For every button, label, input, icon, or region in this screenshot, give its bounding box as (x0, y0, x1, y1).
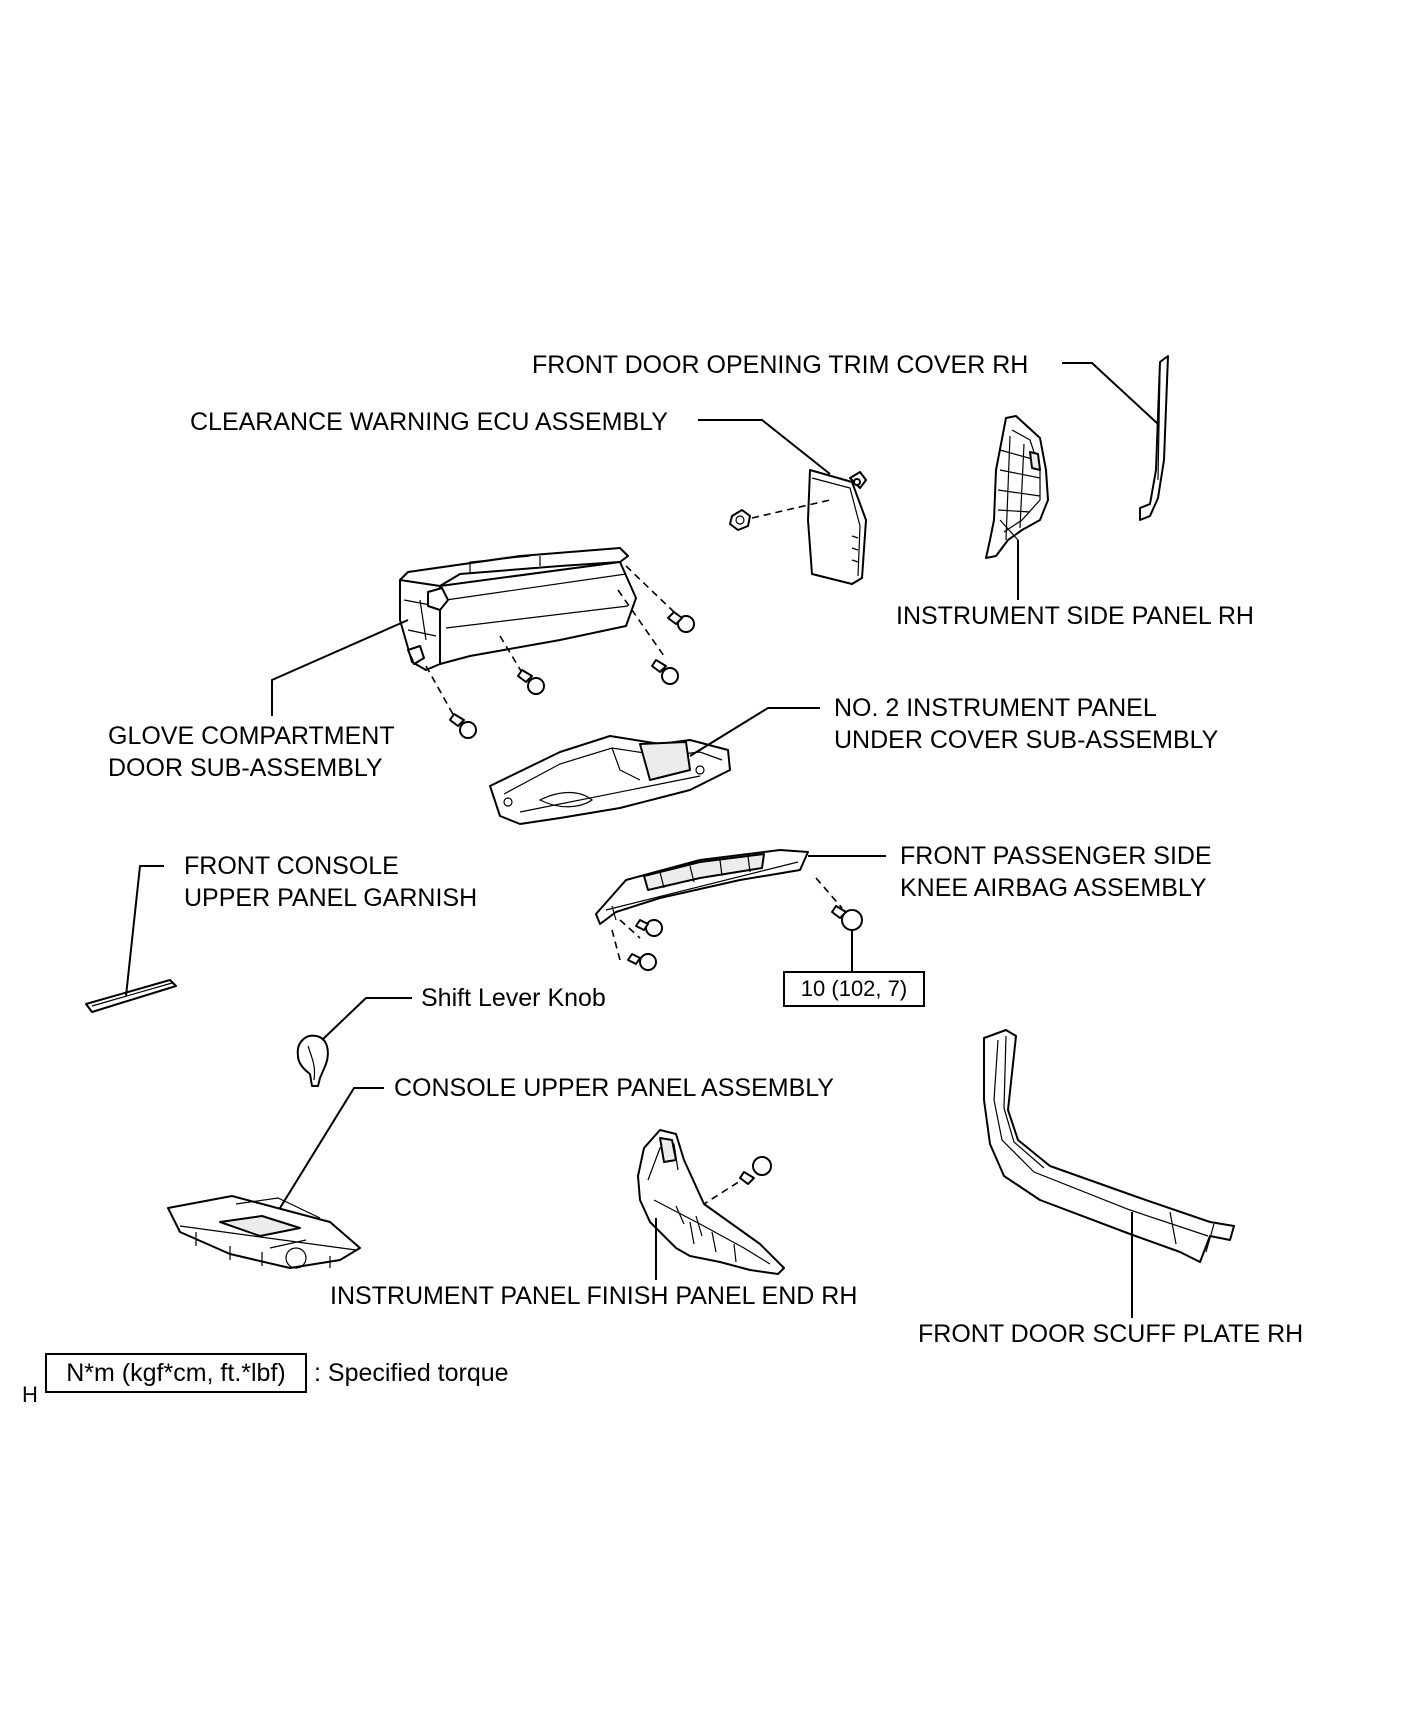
bolt-left-2 (627, 953, 657, 971)
knee-airbag-part (595, 849, 809, 925)
clearance-warning-ecu-part (807, 469, 867, 585)
leader-trim-cover (1062, 362, 1159, 425)
label-glove-compartment-1: GLOVE COMPARTMENT (108, 722, 395, 750)
leader-garnish (125, 865, 164, 997)
front-console-garnish-part (85, 979, 177, 1013)
label-front-door-opening-trim-cover: FRONT DOOR OPENING TRIM COVER RH (532, 351, 1028, 379)
legend-description: : Specified torque (314, 1359, 509, 1387)
label-scuff-plate: FRONT DOOR SCUFF PLATE RH (918, 1320, 1303, 1348)
bolt-torque (831, 905, 863, 931)
label-under-cover-1: NO. 2 INSTRUMENT PANEL (834, 694, 1157, 722)
label-finish-panel-end: INSTRUMENT PANEL FINISH PANEL END RH (330, 1282, 857, 1310)
label-clearance-warning-ecu: CLEARANCE WARNING ECU ASSEMBLY (190, 408, 668, 436)
label-knee-airbag-2: KNEE AIRBAG ASSEMBLY (900, 874, 1207, 902)
glove-screws (425, 565, 695, 739)
bolt-left-1 (635, 919, 663, 937)
torque-box (783, 971, 925, 1007)
scuff-plate-part (983, 1029, 1235, 1263)
console-upper-panel-part (167, 1195, 361, 1269)
corner-mark: H (22, 1382, 38, 1407)
leader-glove-compartment (271, 619, 409, 716)
screw-3 (517, 669, 545, 695)
knee-airbag-bolts (611, 877, 863, 971)
screw-2 (651, 659, 679, 685)
leader-shift-knob (321, 997, 412, 1041)
dash-finish-panel (703, 1175, 749, 1205)
leader-under-cover (689, 707, 820, 757)
glove-compartment-part (399, 547, 637, 671)
finish-panel-end-part (637, 1129, 785, 1275)
label-front-console-1: FRONT CONSOLE (184, 852, 399, 880)
leader-ecu (698, 419, 831, 475)
screw-4 (449, 713, 477, 739)
label-console-upper-panel: CONSOLE UPPER PANEL ASSEMBLY (394, 1074, 834, 1102)
legend-torque-box (45, 1353, 307, 1393)
dash-ecu-nut (751, 499, 831, 519)
label-shift-lever-knob: Shift Lever Knob (421, 984, 606, 1012)
instrument-side-panel-part (985, 415, 1049, 559)
legend-units: N*m (kgf*cm, ft.*lbf) (66, 1359, 285, 1387)
shift-lever-knob-part (296, 1034, 329, 1087)
torque-value: 10 (102, 7) (801, 976, 907, 1001)
label-front-console-2: UPPER PANEL GARNISH (184, 884, 477, 912)
label-glove-compartment-2: DOOR SUB-ASSEMBLY (108, 754, 383, 782)
label-instrument-side-panel: INSTRUMENT SIDE PANEL RH (896, 602, 1254, 630)
finish-panel-screw (739, 1156, 772, 1185)
screw-1 (667, 611, 695, 633)
under-cover-part (489, 735, 731, 825)
leader-console-panel (279, 1087, 384, 1209)
ecu-nut (729, 509, 751, 531)
label-knee-airbag-1: FRONT PASSENGER SIDE (900, 842, 1212, 870)
front-door-opening-trim-cover-part (1139, 355, 1169, 521)
label-under-cover-2: UNDER COVER SUB-ASSEMBLY (834, 726, 1219, 754)
